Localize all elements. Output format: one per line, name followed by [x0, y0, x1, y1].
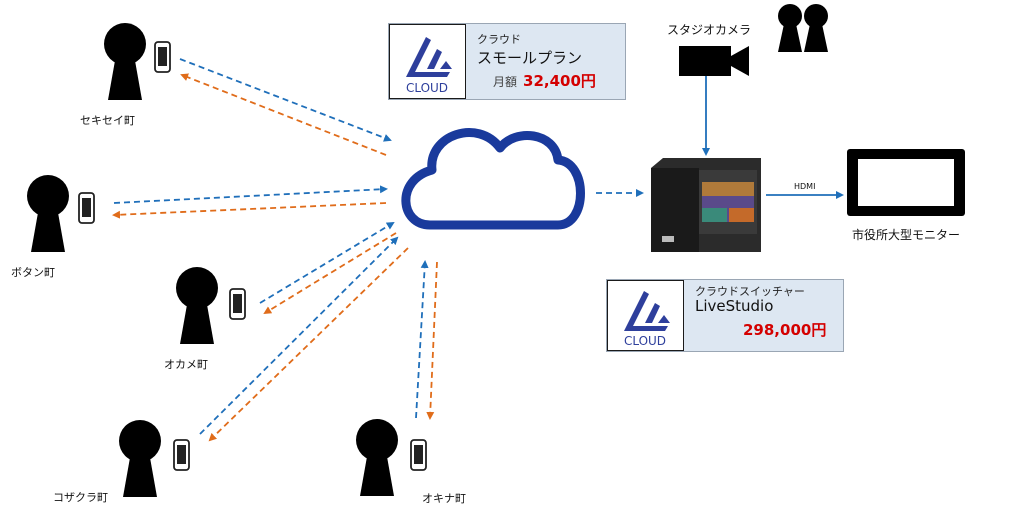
- plan-price-row: 月額 32,400円: [493, 70, 596, 91]
- smartphone-icon: [78, 192, 95, 224]
- plan-card: CLOUD クラウド スモールプラン 月額 32,400円: [388, 23, 626, 100]
- audience-icon: [778, 4, 828, 52]
- switcher-title: LiveStudio: [695, 297, 774, 315]
- switcher-price-row: 298,000円: [743, 319, 826, 340]
- downlink-arrow: [112, 202, 387, 219]
- monitor-icon: [847, 149, 965, 216]
- site-label-botan: ボタン町: [11, 266, 55, 279]
- switcher-card: CLOUD クラウドスイッチャー LiveStudio 298,000円: [606, 279, 844, 352]
- plan-price: 32,400円: [523, 72, 596, 90]
- uplink-arrow: [199, 236, 399, 435]
- cloud-icon: [401, 128, 585, 230]
- site-arrows: [112, 58, 644, 442]
- site-label-kozakura: コザクラ町: [53, 491, 108, 504]
- uplink-arrow: [415, 260, 429, 419]
- monitor-label: 市役所大型モニター: [852, 228, 961, 242]
- plan-title: スモールプラン: [477, 49, 583, 67]
- switcher-subtitle: クラウドスイッチャー: [695, 285, 805, 298]
- site-label-sekisei: セキセイ町: [80, 114, 135, 127]
- person-icon: [119, 420, 161, 497]
- smartphone-icon: [410, 439, 427, 471]
- hdmi-label: HDMI: [794, 182, 816, 191]
- plan-price-prefix: 月額: [493, 75, 518, 89]
- video-camera-icon: [679, 46, 749, 76]
- person-icon: [104, 23, 146, 100]
- smartphone-icon: [229, 288, 246, 320]
- cloud-logo: CLOUD: [607, 280, 684, 351]
- person-icon: [176, 267, 218, 344]
- plan-subtitle: クラウド: [477, 33, 521, 46]
- camera-label: スタジオカメラ: [667, 23, 752, 37]
- site-label-okame: オカメ町: [164, 358, 208, 371]
- person-icon: [356, 419, 398, 496]
- cloud-logo-icon: CLOUD: [406, 37, 452, 95]
- uplink-arrow: [259, 221, 395, 304]
- smartphone-icon: [154, 41, 171, 73]
- uplink-arrow: [113, 185, 388, 204]
- site-label-okina: オキナ町: [422, 492, 466, 505]
- downlink-arrow: [180, 73, 387, 156]
- downlink-arrow: [426, 261, 438, 420]
- cloud-logo-text: CLOUD: [406, 81, 448, 95]
- downlink-arrow: [208, 247, 409, 442]
- switcher-device-icon: [651, 158, 761, 252]
- person-icon: [27, 175, 69, 252]
- cloud-logo-text: CLOUD: [624, 334, 666, 348]
- uplink-arrow: [179, 58, 392, 142]
- cloud-logo-icon: CLOUD: [624, 291, 670, 348]
- smartphone-icon: [173, 439, 190, 471]
- cloud-logo: CLOUD: [389, 24, 466, 99]
- downlink-arrow: [263, 232, 397, 315]
- switcher-price: 298,000円: [743, 321, 827, 339]
